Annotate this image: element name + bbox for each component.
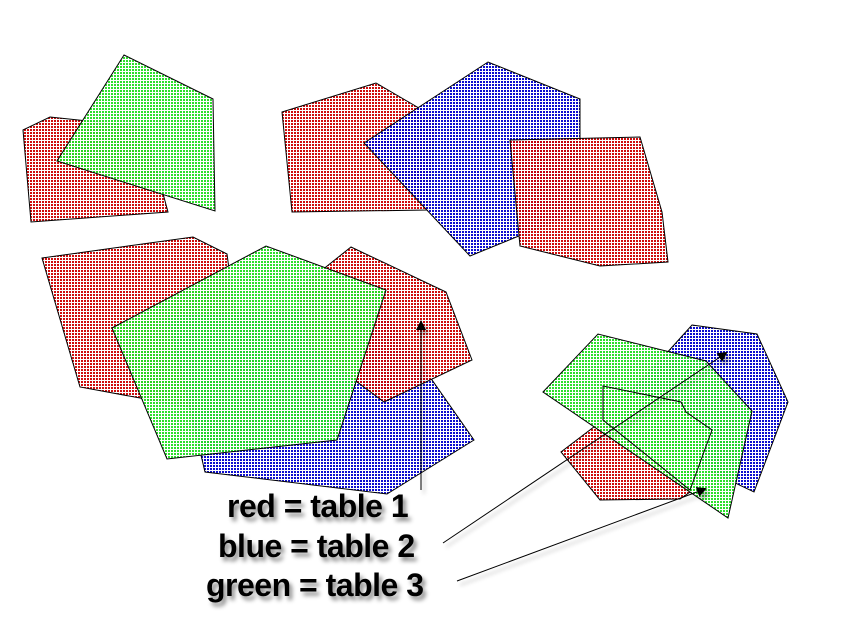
green-polygon bbox=[111, 245, 387, 460]
legend-red-label: red = table 1 bbox=[227, 488, 409, 524]
red-polygon bbox=[509, 136, 669, 267]
arrow-green bbox=[456, 487, 707, 582]
green-polygon bbox=[602, 385, 713, 491]
arrow-blue bbox=[442, 351, 728, 544]
green-polygon bbox=[56, 54, 216, 212]
legend-blue-label: blue = table 2 bbox=[218, 528, 415, 564]
legend-green-label: green = table 3 bbox=[206, 567, 424, 603]
polygon-layer bbox=[22, 54, 789, 519]
arrow-layer bbox=[416, 320, 728, 582]
